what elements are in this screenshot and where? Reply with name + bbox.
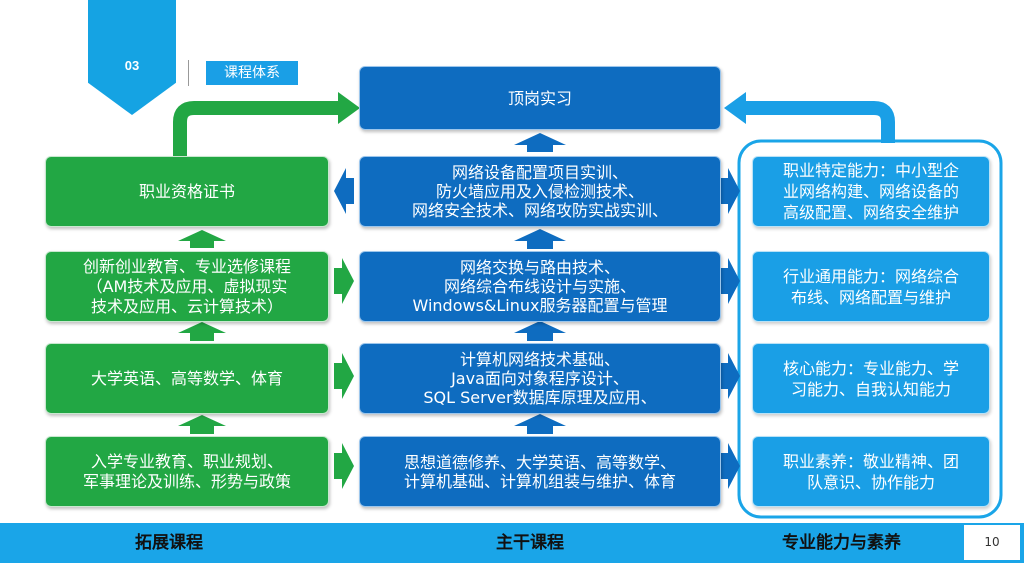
- main-course-box: 网络设备配置项目实训、 防火墙应用及入侵检测技术、 网络安全技术、网络攻防实战实…: [359, 156, 721, 227]
- title-divider: [188, 60, 189, 86]
- ability-box: 职业特定能力：中小型企 业网络构建、网络设备的 高级配置、网络安全维护: [752, 156, 990, 227]
- abilities-outline: [737, 139, 1003, 519]
- green-right-arrows: [334, 258, 354, 489]
- page-number: 10: [964, 525, 1020, 560]
- internship-box: 顶岗实习: [359, 66, 721, 130]
- main-course-box: 网络交换与路由技术、 网络综合布线设计与实施、 Windows&Linux服务器…: [359, 251, 721, 322]
- blue-up-arrows: [514, 133, 566, 434]
- footer-label-main: 主干课程: [496, 533, 564, 553]
- blue-left-arrow: [334, 168, 354, 214]
- extension-course-box: 入学专业教育、职业规划、 军事理论及训练、形势与政策: [45, 436, 329, 507]
- blue-curve-arrowhead: [724, 92, 746, 124]
- ability-box: 行业通用能力：网络综合 布线、网络配置与维护: [752, 251, 990, 322]
- section-title: 课程体系: [206, 61, 298, 85]
- extension-course-box: 创新创业教育、专业选修课程 （AM技术及应用、虚拟现实 技术及应用、云计算技术）: [45, 251, 329, 322]
- blue-curve-arrow: [744, 101, 895, 143]
- footer-bar: [0, 523, 1024, 563]
- section-number: 03: [124, 58, 140, 73]
- green-curve-arrowhead: [338, 92, 360, 124]
- extension-course-box: 大学英语、高等数学、体育: [45, 343, 329, 414]
- green-curve-arrow: [173, 101, 340, 157]
- main-course-box: 计算机网络技术基础、 Java面向对象程序设计、 SQL Server数据库原理…: [359, 343, 721, 414]
- ability-box: 核心能力：专业能力、学 习能力、自我认知能力: [752, 343, 990, 414]
- ability-box: 职业素养：敬业精神、团 队意识、协作能力: [752, 436, 990, 507]
- green-up-arrows: [178, 230, 226, 434]
- footer-label-abilities: 专业能力与素养: [782, 533, 901, 553]
- extension-course-box: 职业资格证书: [45, 156, 329, 227]
- blue-right-arrows: [720, 168, 740, 489]
- main-course-box: 思想道德修养、大学英语、高等数学、 计算机基础、计算机组装与维护、体育: [359, 436, 721, 507]
- footer-label-extension: 拓展课程: [135, 533, 203, 553]
